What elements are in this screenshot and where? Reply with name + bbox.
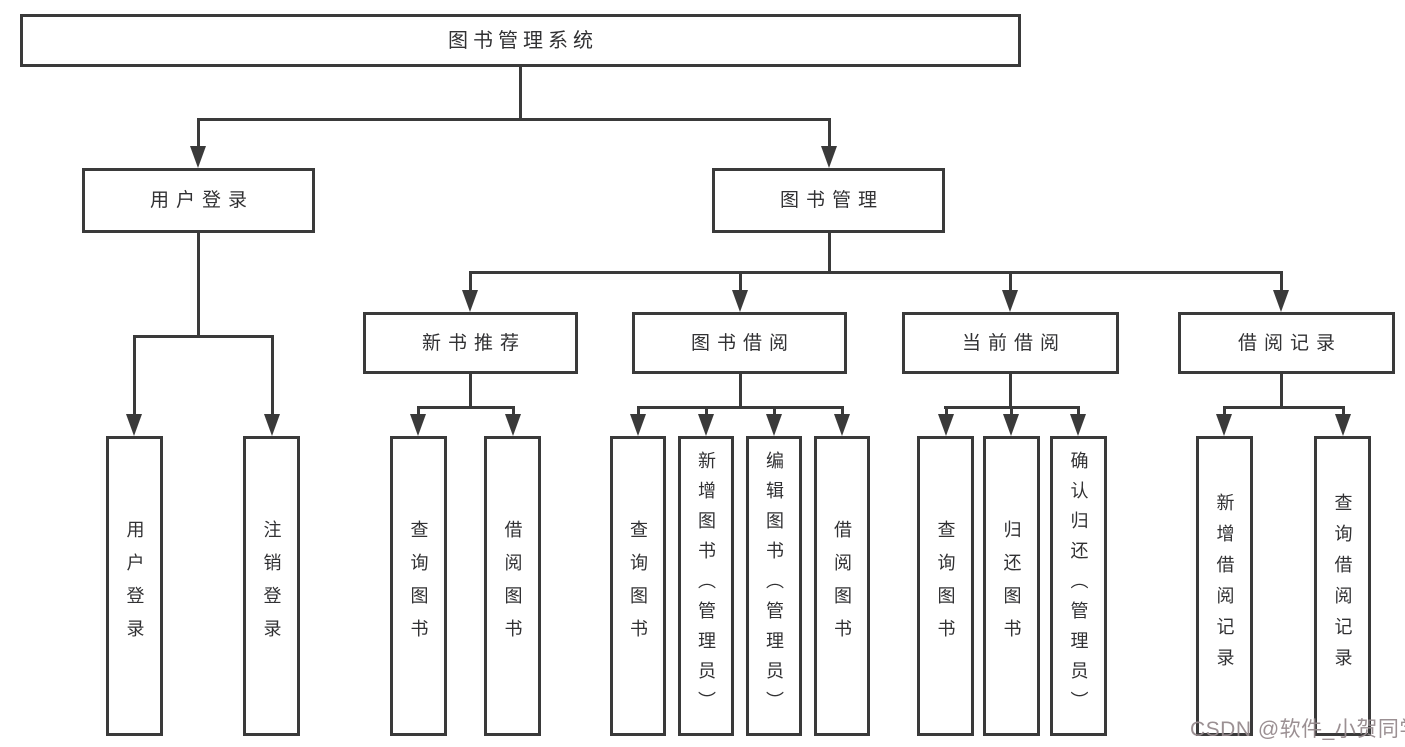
node-book-management: 图书管理 bbox=[712, 168, 945, 233]
arrow-down-icon bbox=[1002, 290, 1018, 312]
connector-line bbox=[739, 374, 742, 409]
arrow-down-icon bbox=[126, 414, 142, 436]
node-new-book-recommend: 新书推荐 bbox=[363, 312, 578, 374]
connector-line bbox=[197, 233, 200, 338]
connector-line bbox=[1342, 406, 1345, 418]
connector-line bbox=[1077, 406, 1080, 418]
node-label: 新书推荐 bbox=[421, 332, 526, 354]
leaf-borrow-query-books: 查询图书 bbox=[610, 436, 666, 736]
connector-line bbox=[271, 335, 274, 418]
arrow-down-icon bbox=[630, 414, 646, 436]
leaf-records-query-borrow-record: 查询借阅记录 bbox=[1314, 436, 1371, 736]
arrow-down-icon bbox=[505, 414, 521, 436]
arrow-down-icon bbox=[1003, 414, 1019, 436]
connector-line bbox=[945, 406, 948, 418]
arrow-down-icon bbox=[766, 414, 782, 436]
node-label: 图书借阅 bbox=[690, 332, 795, 354]
connector-line bbox=[773, 406, 776, 418]
connector-line bbox=[133, 335, 274, 338]
connector-line bbox=[841, 406, 844, 418]
csdn-watermark: CSDN @软件_小贺同学 bbox=[1190, 718, 1405, 741]
connector-line bbox=[637, 406, 640, 418]
node-borrow-records: 借阅记录 bbox=[1178, 312, 1395, 374]
leaf-recommend-query-books: 查询图书 bbox=[390, 436, 447, 736]
arrow-down-icon bbox=[1273, 290, 1289, 312]
node-label: 图书管理 bbox=[779, 190, 884, 211]
leaf-borrow-edit-books-admin: 编辑图书（管理员） bbox=[746, 436, 802, 736]
arrow-down-icon bbox=[1216, 414, 1232, 436]
connector-line bbox=[417, 406, 515, 409]
connector-line bbox=[469, 271, 1283, 274]
node-user-login: 用户登录 bbox=[82, 168, 315, 233]
node-label: 归还图书 bbox=[1001, 520, 1022, 652]
node-label: 注销登录 bbox=[261, 520, 282, 652]
connector-line bbox=[1223, 406, 1345, 409]
connector-line bbox=[1010, 406, 1013, 418]
connector-line bbox=[197, 118, 200, 150]
arrow-down-icon bbox=[410, 414, 426, 436]
leaf-records-add-borrow-record: 新增借阅记录 bbox=[1196, 436, 1253, 736]
connector-line bbox=[828, 233, 831, 274]
node-label: 编辑图书（管理员） bbox=[764, 451, 784, 721]
node-label: 用户登录 bbox=[124, 520, 145, 652]
node-label: 查询图书 bbox=[408, 520, 429, 652]
connector-line bbox=[1009, 271, 1012, 294]
node-label: 新增借阅记录 bbox=[1214, 493, 1235, 679]
node-label: 借阅图书 bbox=[832, 520, 852, 652]
connector-line bbox=[1280, 374, 1283, 409]
connector-line bbox=[417, 406, 420, 418]
node-label: 查询图书 bbox=[628, 520, 648, 652]
arrow-down-icon bbox=[698, 414, 714, 436]
node-label: 图书管理系统 bbox=[448, 29, 598, 52]
leaf-current-query-books: 查询图书 bbox=[917, 436, 974, 736]
leaf-current-confirm-return-admin: 确认归还（管理员） bbox=[1050, 436, 1107, 736]
arrow-down-icon bbox=[834, 414, 850, 436]
node-label: 当前借阅 bbox=[961, 332, 1066, 354]
node-label: 查询图书 bbox=[935, 520, 956, 652]
leaf-borrow-borrow-books: 借阅图书 bbox=[814, 436, 870, 736]
node-label: 用户登录 bbox=[149, 190, 254, 211]
node-label: 借阅图书 bbox=[502, 520, 523, 652]
node-label: 新增图书（管理员） bbox=[696, 451, 716, 721]
connector-line bbox=[1009, 374, 1012, 409]
leaf-logout: 注销登录 bbox=[243, 436, 300, 736]
connector-line bbox=[512, 406, 515, 418]
leaf-recommend-borrow-books: 借阅图书 bbox=[484, 436, 541, 736]
connector-line bbox=[519, 67, 522, 120]
leaf-borrow-add-books-admin: 新增图书（管理员） bbox=[678, 436, 734, 736]
connector-line bbox=[197, 118, 831, 121]
node-label: 查询借阅记录 bbox=[1332, 493, 1353, 679]
connector-line bbox=[469, 271, 472, 294]
node-current-borrow: 当前借阅 bbox=[902, 312, 1119, 374]
leaf-current-return-books: 归还图书 bbox=[983, 436, 1040, 736]
connector-line bbox=[1223, 406, 1226, 418]
connector-line bbox=[828, 118, 831, 150]
connector-line bbox=[1280, 271, 1283, 294]
node-library-management-system: 图书管理系统 bbox=[20, 14, 1021, 67]
arrow-down-icon bbox=[1070, 414, 1086, 436]
arrow-down-icon bbox=[1335, 414, 1351, 436]
node-label: 借阅记录 bbox=[1237, 332, 1342, 354]
arrow-down-icon bbox=[938, 414, 954, 436]
connector-line bbox=[739, 271, 742, 294]
connector-line bbox=[637, 406, 844, 409]
connector-line bbox=[705, 406, 708, 418]
node-book-borrow: 图书借阅 bbox=[632, 312, 847, 374]
connector-line bbox=[469, 374, 472, 409]
connector-line bbox=[133, 335, 136, 418]
arrow-down-icon bbox=[732, 290, 748, 312]
node-label: 确认归还（管理员） bbox=[1068, 451, 1089, 721]
arrow-down-icon bbox=[190, 146, 206, 168]
arrow-down-icon bbox=[264, 414, 280, 436]
arrow-down-icon bbox=[462, 290, 478, 312]
leaf-user-login: 用户登录 bbox=[106, 436, 163, 736]
arrow-down-icon bbox=[821, 146, 837, 168]
